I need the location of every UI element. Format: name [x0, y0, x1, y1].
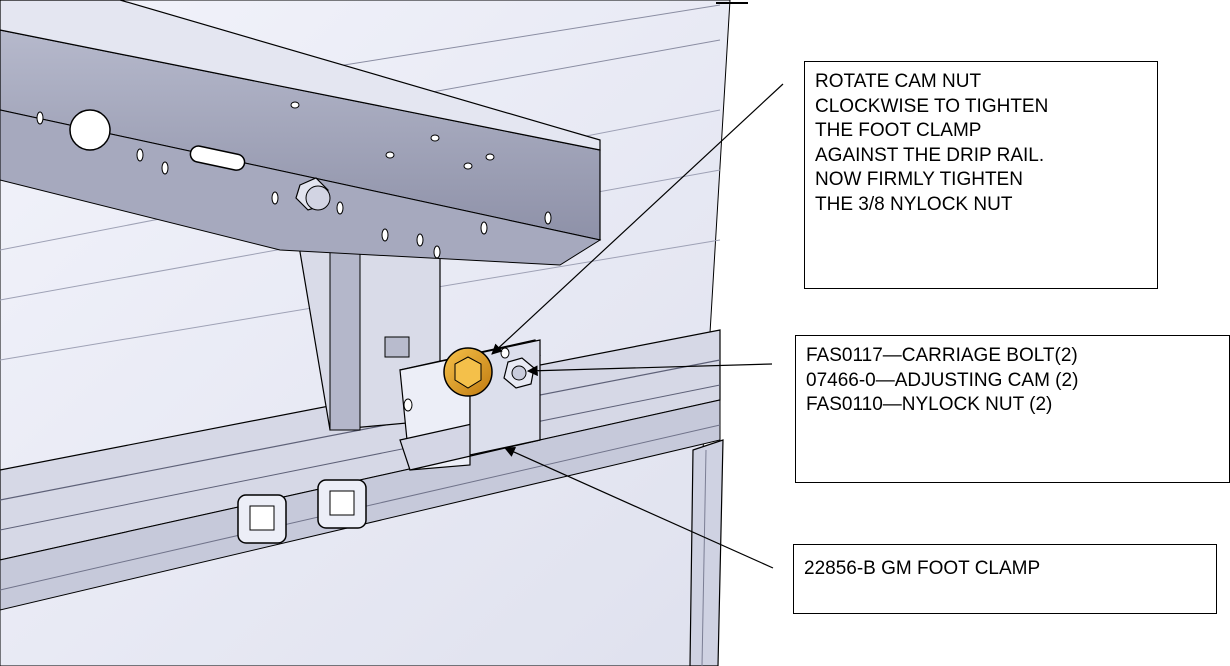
leader-cam-instruction [491, 83, 784, 355]
cam-instruction-callout: ROTATE CAM NUT CLOCKWISE TO TIGHTEN THE … [804, 61, 1158, 289]
leader-lines [491, 83, 784, 569]
callout-line: NOW FIRMLY TIGHTEN [815, 169, 1023, 190]
nylock-nut-icon [503, 357, 535, 389]
leader-fasteners [526, 363, 773, 377]
fastener-item: 07466-0—ADJUSTING CAM (2) [806, 369, 1079, 391]
callout-line: CLOCKWISE TO TIGHTEN [815, 95, 1049, 117]
callout-line: THE FOOT CLAMP [815, 120, 982, 141]
leader-foot-clamp [504, 447, 774, 569]
fastener-item: FAS0117—CARRIAGE BOLT(2) [806, 345, 1078, 366]
bolt-head [295, 177, 331, 211]
fastener-item: FAS0110—NYLOCK NUT (2) [806, 394, 1053, 415]
fasteners-callout: FAS0117—CARRIAGE BOLT(2) 07466-0—ADJUSTI… [795, 335, 1230, 483]
callout-line: THE 3/8 NYLOCK NUT [815, 193, 1013, 215]
cam-nut-icon [443, 347, 493, 397]
rail-slots [237, 479, 367, 544]
foot-clamp-callout: 22856-B GM FOOT CLAMP [793, 544, 1217, 614]
side-panel [689, 439, 724, 666]
callout-line: ROTATE CAM NUT [815, 71, 982, 92]
callout-line: AGAINST THE DRIP RAIL. [815, 144, 1045, 166]
foot-clamp-label: 22856-B GM FOOT CLAMP [804, 558, 1041, 579]
